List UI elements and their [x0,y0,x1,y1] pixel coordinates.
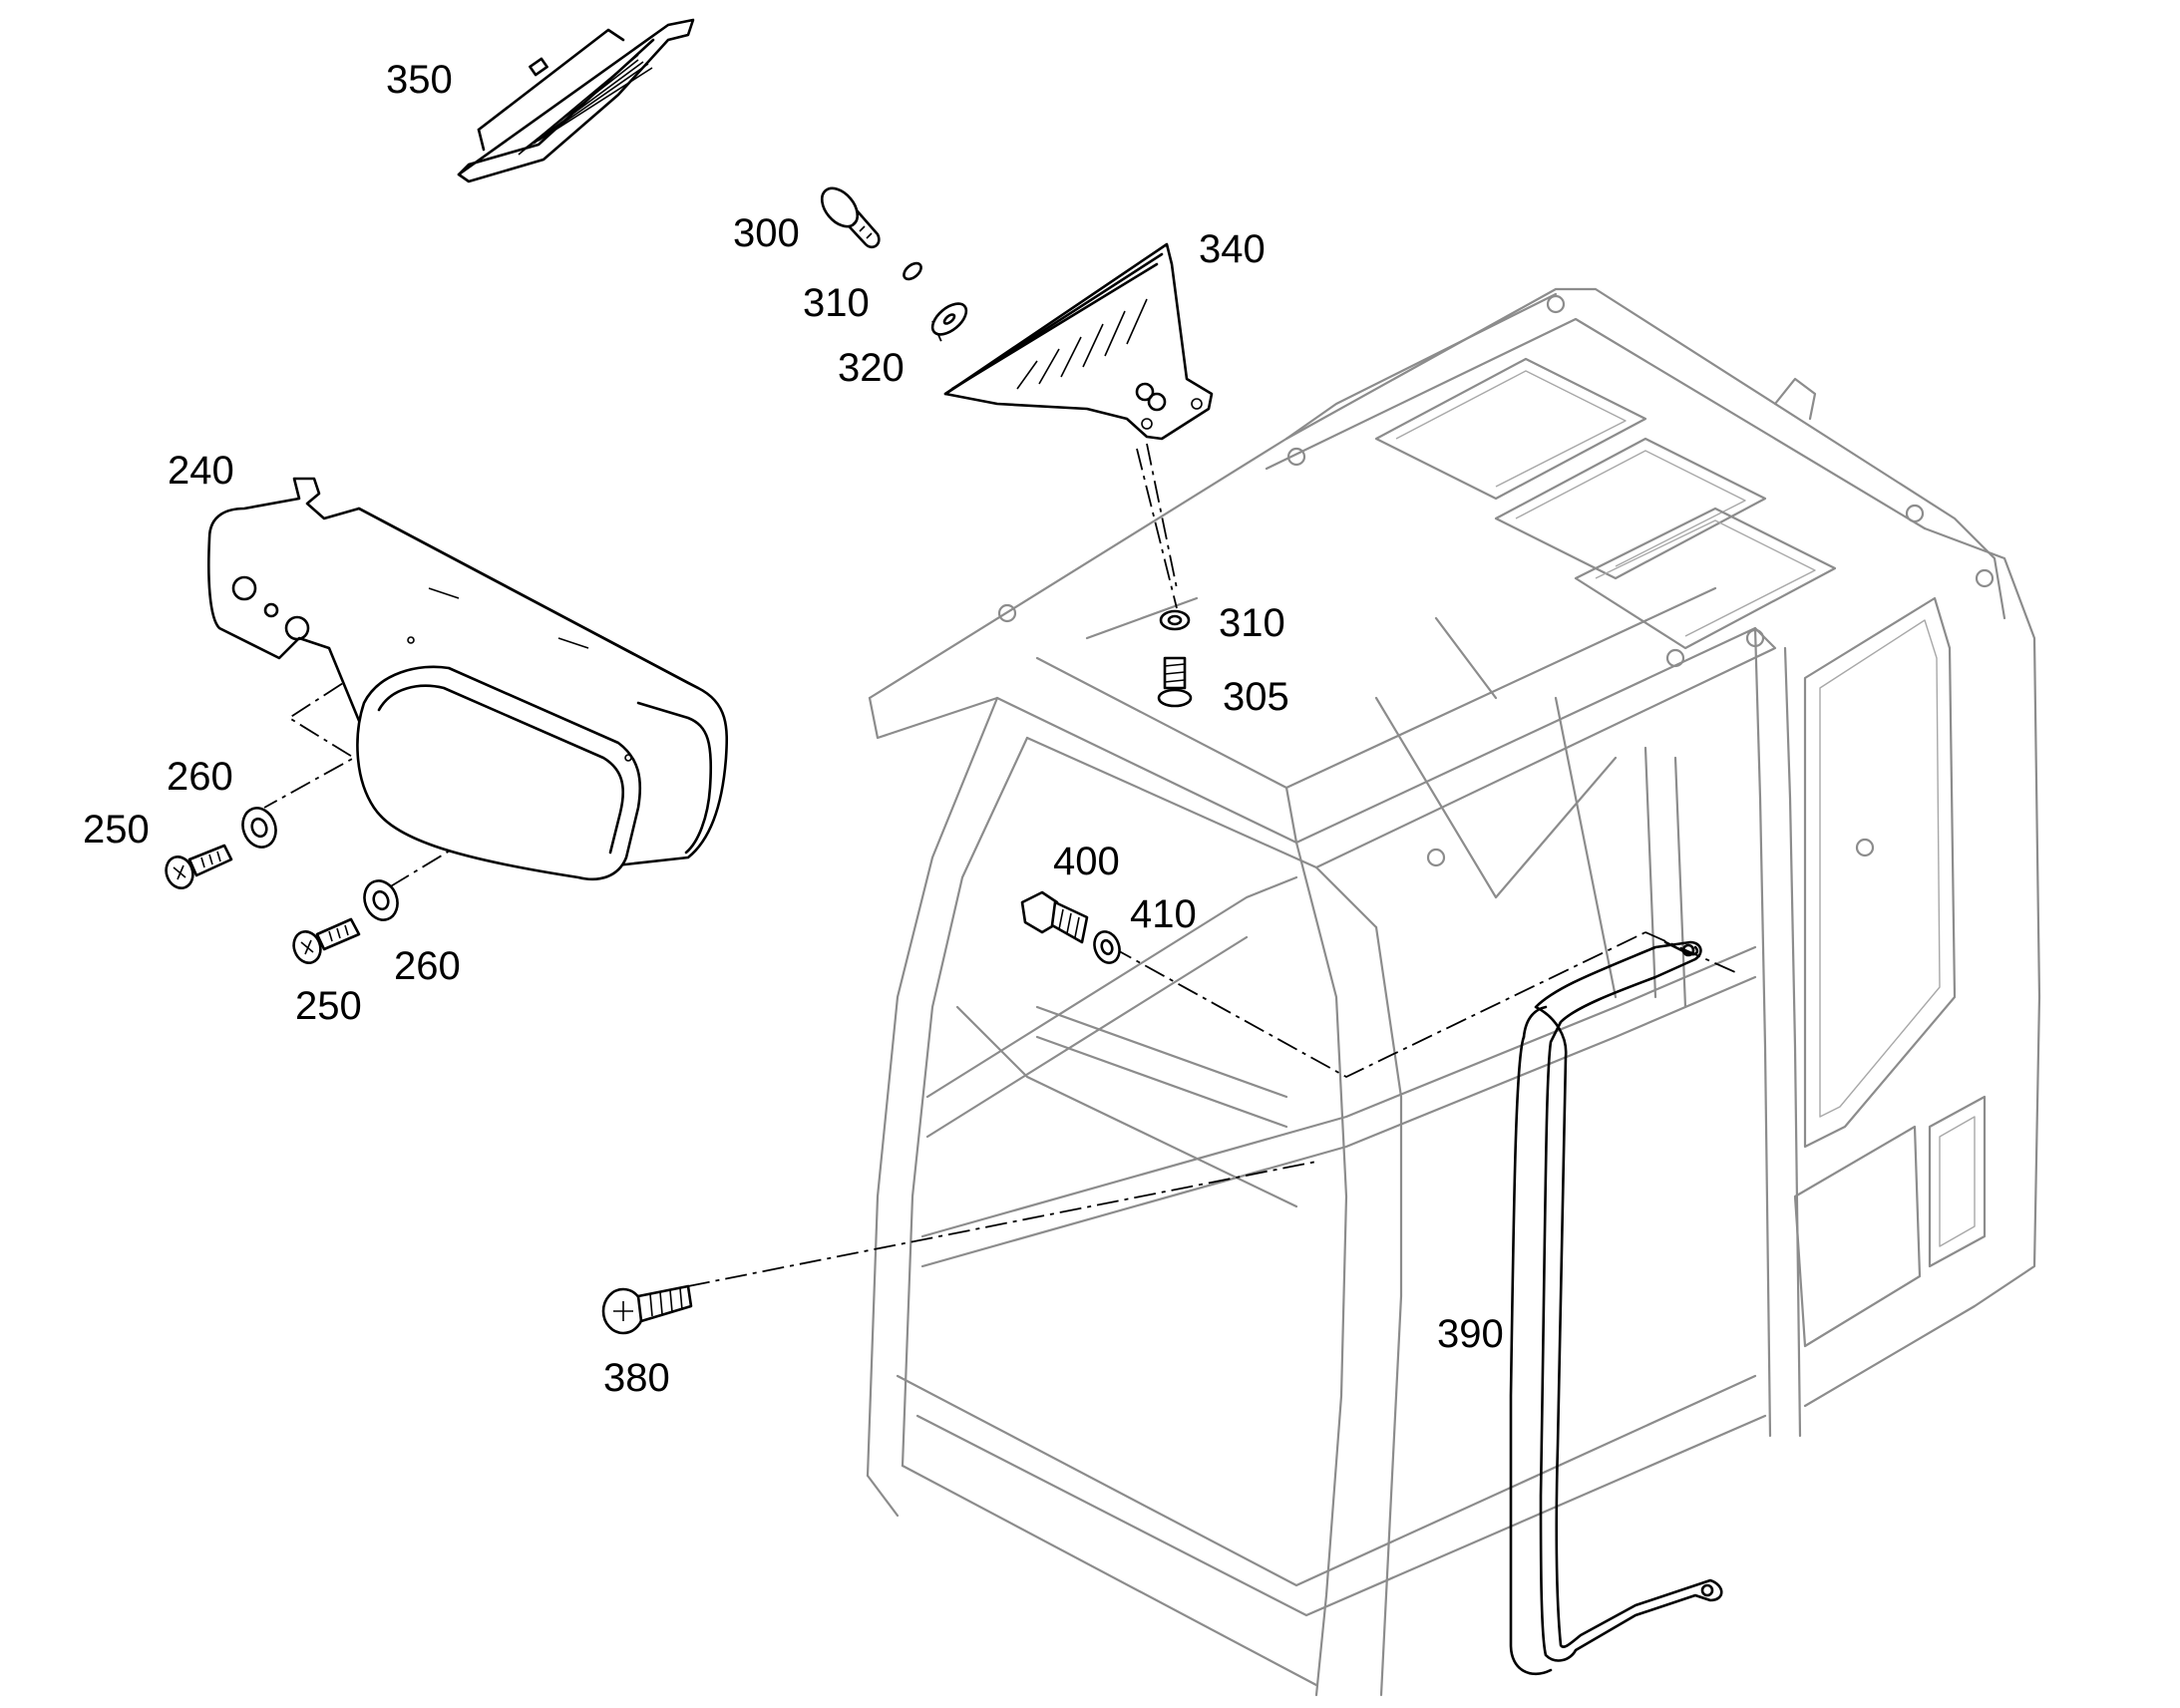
part-305-bolt [1157,656,1193,708]
part-410-washer [1093,930,1121,964]
part-260-washer-b [363,879,399,921]
callout-310-upper: 310 [803,281,870,325]
part-380-screw [601,1284,693,1335]
part-390-handle [1509,940,1723,1676]
callout-260-lower: 260 [394,944,461,988]
part-400-bolt [1020,890,1089,944]
part-250-screw-a [165,844,233,889]
callout-250-upper: 250 [83,808,150,852]
callout-260-upper: 260 [167,755,233,799]
callout-250-lower: 250 [295,984,362,1028]
callout-240: 240 [168,449,234,493]
callout-340: 340 [1199,227,1266,271]
callout-400: 400 [1053,840,1120,883]
callout-410: 410 [1130,892,1197,936]
callout-320: 320 [838,346,905,390]
callout-390: 390 [1437,1312,1504,1356]
part-300-bolt [820,186,881,249]
part-240-cover [207,477,729,881]
part-340-visor [943,242,1214,441]
part-250-screw-b [292,917,361,964]
callout-labels: 350 300 340 310 320 240 310 305 260 250 … [83,58,1504,1400]
callout-300: 300 [733,211,800,255]
callout-380: 380 [603,1356,670,1400]
part-350-deflector [457,18,695,183]
part-310-washer-a [903,261,922,281]
part-320-washer [930,302,968,336]
callout-305: 305 [1223,675,1289,719]
part-260-washer-a [241,807,277,849]
callout-310-lower: 310 [1219,601,1285,645]
part-310-washer-b [1159,609,1191,631]
cab-frame [866,287,2041,1697]
callout-350: 350 [386,58,453,102]
